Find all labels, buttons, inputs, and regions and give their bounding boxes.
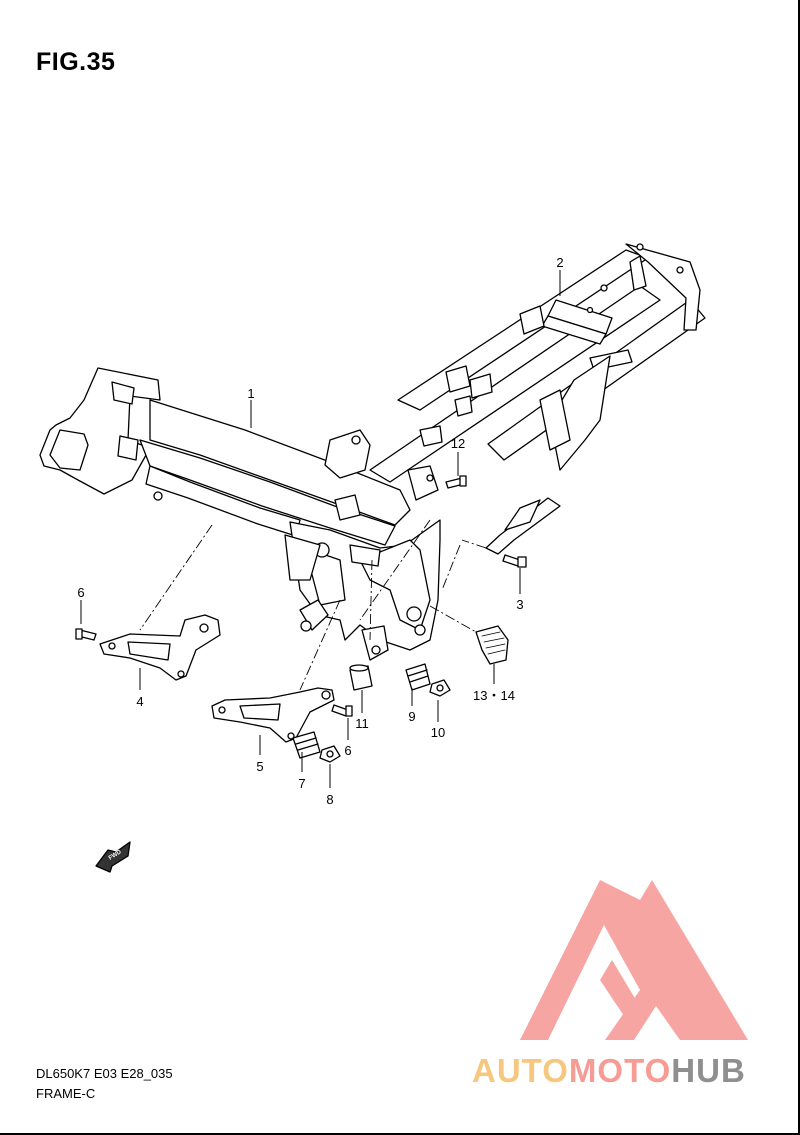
callout-6-left: 6 <box>77 585 84 600</box>
seat-rail-part-2 <box>369 243 706 555</box>
watermark-hub: HUB <box>671 1052 746 1089</box>
callout-13-14: 13・14 <box>473 688 515 703</box>
spacer-part-11 <box>349 664 373 691</box>
figure-name: FRAME-C <box>36 1086 96 1101</box>
callout-12: 12 <box>451 436 465 451</box>
watermark-logo-icon <box>520 880 748 1040</box>
callout-9: 9 <box>408 709 415 724</box>
watermark-moto: MOTO <box>568 1052 672 1089</box>
watermark-auto: AUTO <box>472 1052 569 1089</box>
cover-hatch <box>481 631 506 655</box>
callout-6-right: 6 <box>344 743 351 758</box>
bolt-part-3 <box>502 554 527 568</box>
callout-3: 3 <box>516 597 523 612</box>
main-frame-part-1 <box>39 367 441 661</box>
bolt-part-12 <box>445 475 467 489</box>
leader-lines <box>80 270 561 788</box>
callout-5: 5 <box>256 759 263 774</box>
bolt-part-6a <box>75 628 97 641</box>
assembly-lines <box>139 519 487 691</box>
callout-2: 2 <box>556 255 563 270</box>
figure-title: FIG.35 <box>36 48 116 76</box>
damper-part-7 <box>292 731 321 759</box>
watermark-text: AUTOMOTOHUB <box>472 1052 746 1090</box>
callout-labels: 1 2 3 4 5 6 6 7 8 9 10 11 12 13・14 <box>77 255 563 807</box>
footrest-bracket-part-4 <box>99 614 221 681</box>
frame-cover-part-13-14 <box>475 625 509 665</box>
figure-code: DL650K7 E03 E28_035 <box>36 1066 173 1081</box>
bolt-part-6b <box>331 704 353 717</box>
nut-part-8 <box>319 745 341 763</box>
footrest-bracket-part-5 <box>211 687 335 743</box>
callout-11: 11 <box>355 716 369 731</box>
callout-10: 10 <box>431 725 445 740</box>
callout-1: 1 <box>247 386 254 401</box>
damper-part-9 <box>405 663 431 691</box>
fwd-arrow-icon <box>95 841 131 873</box>
callout-7: 7 <box>298 776 305 791</box>
nut-part-10 <box>429 679 451 697</box>
callout-4: 4 <box>136 694 143 709</box>
callout-8: 8 <box>326 792 333 807</box>
